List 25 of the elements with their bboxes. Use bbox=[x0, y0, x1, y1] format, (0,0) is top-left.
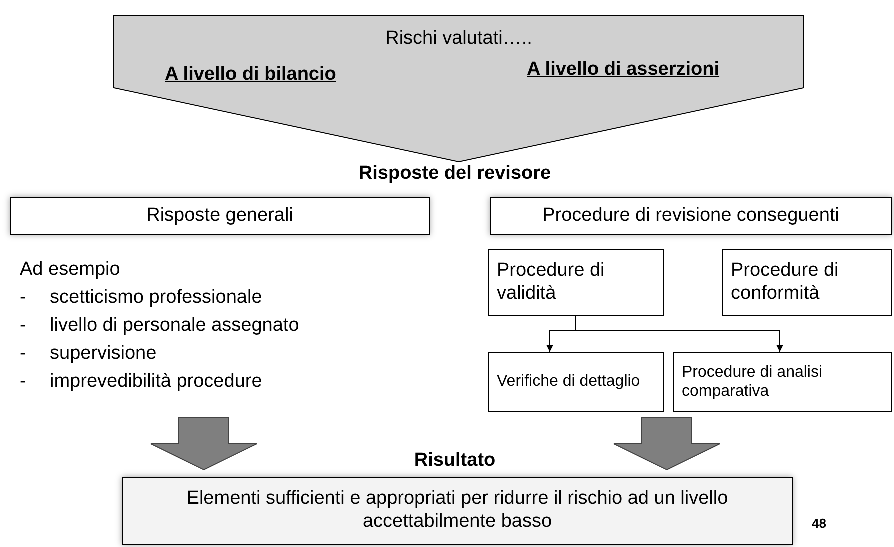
process-box: Procedure di revisione conseguenti bbox=[490, 197, 892, 235]
page-number: 48 bbox=[812, 516, 826, 531]
list-dash: - bbox=[20, 287, 26, 309]
process-box: Procedure di analisi comparativa bbox=[673, 352, 892, 412]
section-heading: Risultato bbox=[414, 450, 496, 472]
list-item: supervisione bbox=[50, 343, 157, 365]
list-dash: - bbox=[20, 315, 26, 337]
process-box: Risposte generali bbox=[10, 197, 430, 235]
level-heading: A livello di asserzioni bbox=[527, 59, 720, 81]
heading-text: Rischi valutati….. bbox=[386, 28, 532, 50]
section-heading: Risposte del revisore bbox=[358, 163, 552, 185]
list-item: livello di personale assegnato bbox=[50, 315, 300, 337]
list-dash: - bbox=[20, 371, 26, 393]
list-intro: Ad esempio bbox=[20, 259, 120, 281]
block-arrow bbox=[614, 418, 720, 471]
process-box: Procedure di validità bbox=[488, 249, 664, 316]
list-item: scetticismo professionale bbox=[50, 287, 262, 309]
block-arrow bbox=[150, 418, 258, 471]
list-dash: - bbox=[20, 343, 26, 365]
result-box: Elementi sufficienti e appropriati per ridurre il rischio ad un livello accettabilmente basso bbox=[122, 477, 793, 545]
level-heading: A livello di bilancio bbox=[165, 64, 336, 86]
arrow bbox=[576, 316, 784, 352]
list-item: imprevedibilità procedure bbox=[50, 371, 262, 393]
process-box: Procedure di conformità bbox=[722, 249, 892, 316]
process-box: Verifiche di dettaglio bbox=[488, 352, 664, 412]
